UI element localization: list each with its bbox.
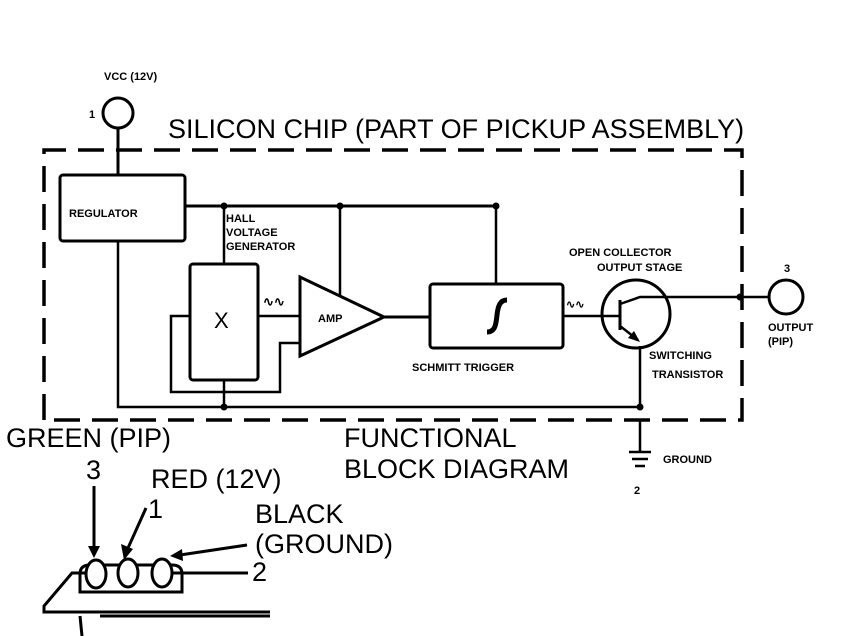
regulator-label: REGULATOR [69, 208, 138, 220]
black-wire-label-line1: BLACK [255, 499, 344, 529]
output-stage-label-line1: OPEN COLLECTOR [569, 247, 672, 259]
green-pin-number: 3 [86, 455, 101, 485]
switching-transistor-symbol [600, 278, 672, 350]
arrowhead [88, 546, 100, 558]
connector-base [78, 563, 184, 594]
chip-boundary [42, 148, 744, 422]
transistor-label-line2: TRANSISTOR [652, 369, 723, 381]
output-pin-number: 3 [784, 263, 790, 275]
ground-label: GROUND [663, 454, 712, 466]
hall-label-line2: VOLTAGE [226, 227, 278, 239]
ground-rail [116, 241, 642, 409]
vcc-terminal [101, 96, 135, 130]
connector-pin-3 [84, 558, 108, 590]
pointer-arrow [179, 543, 248, 557]
connector-pin-1 [116, 557, 140, 589]
amp-label: AMP [318, 313, 342, 325]
ground-pin-number: 2 [634, 485, 640, 497]
hall-label-line1: HALL [226, 213, 256, 225]
transistor-label-line1: SWITCHING [649, 350, 712, 362]
schmitt-symbol [486, 297, 508, 335]
hall-label-line3: GENERATOR [226, 241, 295, 253]
pointer-arrow [126, 507, 148, 549]
housing-leg [78, 615, 84, 636]
amp-triangle [298, 274, 388, 359]
arrowhead [170, 549, 183, 561]
output-label-line2: (PIP) [768, 336, 793, 348]
green-wire-label: GREEN (PIP) [6, 423, 171, 453]
junction-dot [636, 403, 644, 411]
red-pin-number: 1 [148, 494, 163, 524]
black-wire-label-line2: (GROUND) [255, 529, 393, 559]
housing-outline [42, 571, 270, 614]
output-label-line1: OUTPUT [768, 322, 814, 334]
vcc-label: VCC (12V) [104, 71, 158, 83]
hall-symbol: X [214, 308, 229, 333]
hall-signal-glyph: ∿∿ [263, 294, 285, 309]
diagram-title-line2: BLOCK DIAGRAM [344, 454, 569, 484]
connector-pin-2 [150, 557, 174, 589]
diagram-title-line1: FUNCTIONAL [344, 423, 517, 453]
regulator-block [58, 173, 187, 243]
black-pin-number: 2 [252, 557, 267, 587]
chip-title: SILICON CHIP (PART OF PICKUP ASSEMBLY) [168, 114, 744, 144]
schmitt-label: SCHMITT TRIGGER [412, 362, 514, 374]
arrowhead [121, 544, 133, 560]
output-terminal [767, 278, 805, 316]
hall-feedback-wire [169, 314, 300, 394]
vcc-pin-number: 1 [89, 109, 95, 121]
output-stage-label-line2: OUTPUT STAGE [597, 262, 682, 274]
junction-dot [220, 403, 228, 411]
collector-wire [619, 295, 742, 306]
emitter-arrow [628, 331, 640, 342]
schmitt-signal-glyph: ∿∿ [566, 299, 584, 311]
red-wire-label: RED (12V) [151, 464, 282, 494]
